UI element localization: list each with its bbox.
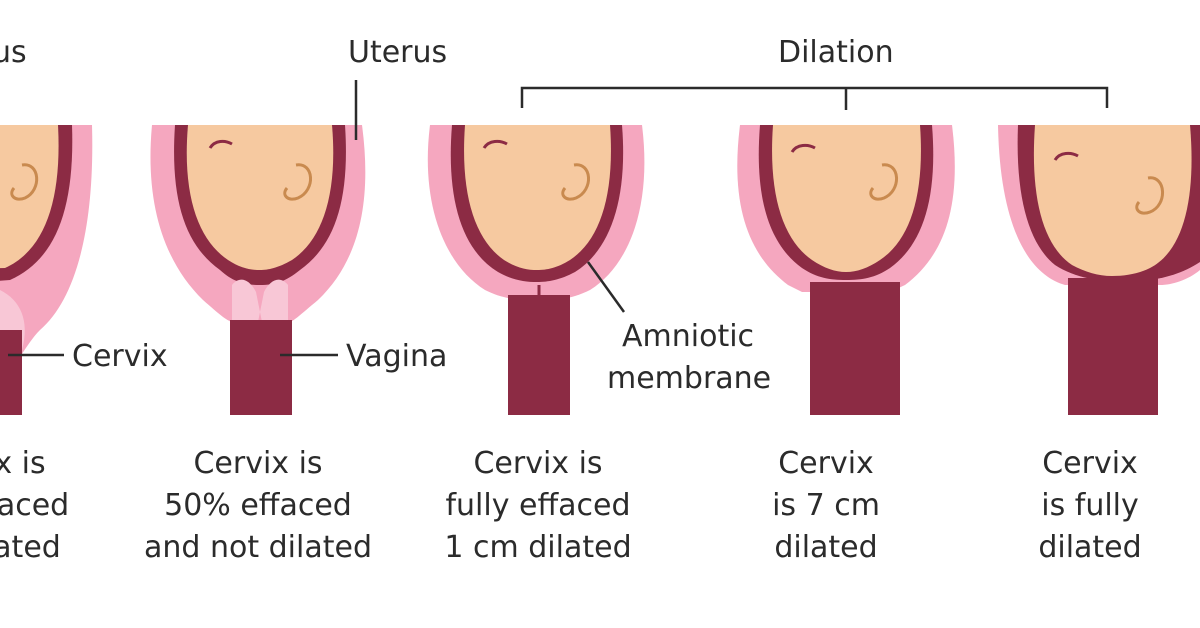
stage-5-caption-line3: dilated xyxy=(1038,530,1141,565)
vagina-label: Vagina xyxy=(346,339,447,374)
cervix-label: Cervix xyxy=(72,339,168,374)
amniotic-label-line1: Amniotic xyxy=(622,319,754,354)
stage-5-fetal-head xyxy=(1033,125,1192,276)
stage-1-illustration xyxy=(0,125,93,415)
stage-3-fetal-head xyxy=(464,125,611,270)
stage-2-fetal-head xyxy=(186,125,334,270)
stage-4-fetal-head xyxy=(772,125,921,272)
stage-4-eyebrow xyxy=(790,143,816,153)
stage-4-caption-line2: is 7 cm xyxy=(772,488,880,523)
stage-5-ear xyxy=(1135,176,1164,215)
stage-1-ear xyxy=(10,163,39,201)
stage-2-illustration xyxy=(150,125,366,415)
stage-4-vagina xyxy=(810,282,900,415)
stage-2-caption-line3: and not dilated xyxy=(144,530,372,565)
stage-3-vagina xyxy=(508,295,570,415)
stage-3-caption: Cervix is fully effaced 1 cm dilated xyxy=(444,446,631,565)
stage-3-caption-line1: Cervix is xyxy=(473,446,602,481)
uterus-label: Uterus xyxy=(348,35,447,70)
dilation-label: Dilation xyxy=(778,35,894,70)
uterus-label-cut: us xyxy=(0,35,27,70)
stage-5-caption-line2: is fully xyxy=(1041,488,1139,523)
stage-5-caption-line1: Cervix xyxy=(1042,446,1138,481)
stage-2-caption-line1: Cervix is xyxy=(193,446,322,481)
stage-5-eyebrow xyxy=(1053,151,1079,161)
stage-1-caption-line2: aced xyxy=(0,488,69,523)
stage-1-vagina xyxy=(0,330,22,415)
stage-5-caption: Cervix is fully dilated xyxy=(1038,446,1141,565)
stage-3-illustration xyxy=(427,125,645,415)
stage-4-illustration xyxy=(737,125,955,415)
stage-2-cervix xyxy=(232,279,288,322)
stage-1-caption-line3: ated xyxy=(0,530,61,565)
stage-3-caption-line2: fully effaced xyxy=(445,488,630,523)
stage-4-ear xyxy=(869,163,898,201)
stage-1-caption: x is aced ated xyxy=(0,446,69,565)
stage-4-caption-line3: dilated xyxy=(774,530,877,565)
stage-2-ear xyxy=(283,163,312,201)
amniotic-label-line2: membrane xyxy=(607,361,771,396)
stage-2-caption-line2: 50% effaced xyxy=(164,488,352,523)
stage-2-vagina xyxy=(230,320,292,415)
amniotic-leader xyxy=(586,261,626,313)
stage-1-caption-line1: x is xyxy=(0,446,46,481)
stage-4-caption: Cervix is 7 cm dilated xyxy=(772,446,880,565)
stage-4-caption-line1: Cervix xyxy=(778,446,874,481)
stage-5-vagina xyxy=(1068,278,1158,415)
stage-2-caption: Cervix is 50% effaced and not dilated xyxy=(144,446,372,565)
dilation-bracket xyxy=(520,86,1109,110)
stage-3-eyebrow xyxy=(482,139,508,149)
stage-2-eyebrow xyxy=(208,139,233,149)
stage-3-caption-line3: 1 cm dilated xyxy=(444,530,631,565)
stage-3-ear xyxy=(561,163,590,201)
stage-5-illustration xyxy=(998,125,1200,415)
